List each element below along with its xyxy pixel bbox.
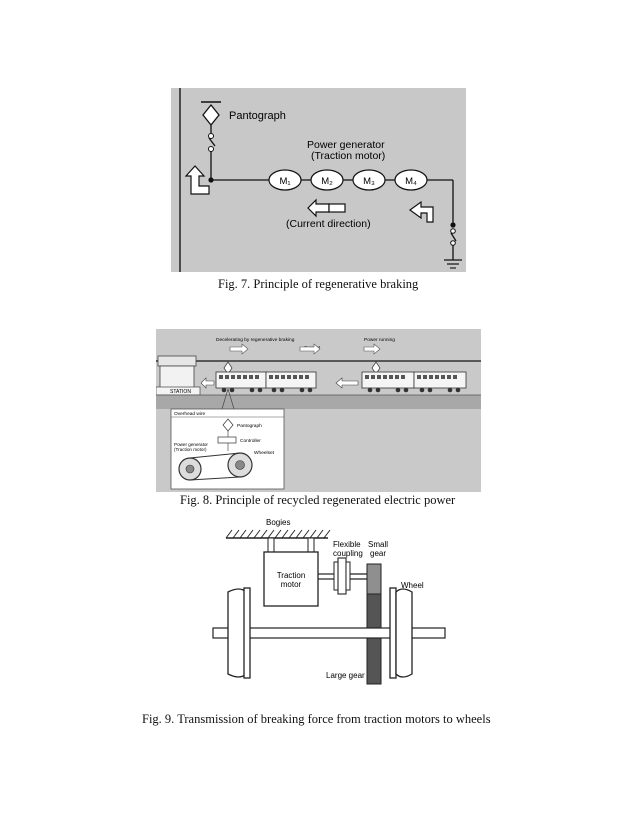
decelerating-train (215, 361, 317, 393)
station-label: STATION (170, 389, 191, 395)
gear-label: gear (370, 549, 386, 558)
axle (212, 627, 446, 639)
motor-label: motor (281, 580, 302, 589)
power-running-train (361, 361, 467, 393)
decelerating-label: Decelerating by regenerative braking (216, 337, 295, 343)
left-wheel (227, 587, 251, 679)
small-label: Small (368, 540, 388, 549)
large-gear (366, 593, 382, 685)
switch-contact-icon (208, 133, 214, 139)
junction-dot (450, 222, 456, 228)
large-gear-label: Large gear (326, 671, 365, 680)
motor-m1-label: M₁ (279, 176, 290, 187)
figure-7-regenerative-braking-diagram: Pantograph M₁ M₂ M₃ M₄ Power generator (… (171, 88, 466, 272)
motor-m3 (352, 169, 386, 191)
current-arrow-icon (299, 343, 321, 355)
figure-9-transmission-diagram: Bogies Traction motor Flexible coupling … (212, 518, 446, 685)
controller-label: Controller (240, 438, 261, 444)
top-arrow-icon (363, 343, 381, 355)
motor-m3-label: M₃ (363, 176, 375, 187)
power-running-label: Power running (364, 337, 395, 343)
right-wheel (389, 587, 413, 679)
overhead-wire-label: Overhead wire (174, 411, 206, 417)
motor-m4 (394, 169, 428, 191)
coupling-label: coupling (333, 549, 363, 558)
power-generator-label: Power generator (307, 139, 385, 151)
traction-motor-box (263, 551, 319, 607)
flexible-label: Flexible (333, 540, 361, 549)
figure-7-caption: Fig. 7. Principle of regenerative brakin… (218, 277, 419, 291)
ground-icon (444, 259, 462, 269)
pantograph-label: Pantograph (229, 110, 286, 122)
controller-box (217, 436, 237, 444)
motor-m2-label: M₂ (321, 176, 333, 187)
inset-generator-label: Power generator (174, 442, 208, 447)
flexible-coupling (333, 557, 351, 595)
detail-inset: Overhead wire Pantograph Controller Powe… (170, 408, 285, 490)
wheelset-label: Wheelset (254, 450, 275, 456)
track-bed (156, 395, 481, 409)
inset-traction-label: (Traction motor) (174, 447, 207, 452)
switch-contact-icon (450, 228, 456, 234)
traction-motor-label: (Traction motor) (311, 150, 385, 162)
left-arrow-icon (335, 377, 359, 389)
bogie-frame (225, 529, 331, 539)
left-arrow-icon (200, 377, 215, 389)
bent-arrow-down-icon (408, 200, 434, 223)
figure-9-caption: Fig. 9. Transmission of breaking force f… (142, 712, 491, 726)
traction-label: Traction (277, 571, 306, 580)
motor-m2 (310, 169, 344, 191)
motor-m1 (268, 169, 302, 191)
small-gear (366, 563, 382, 595)
top-arrow-icon (229, 343, 249, 355)
bent-arrow-up-icon (184, 165, 210, 195)
figure-8-recycled-power-diagram: STATION Decelerating by regenerative bra… (156, 329, 481, 492)
inset-pantograph-label: Pantograph (237, 423, 262, 429)
bogies-label: Bogies (266, 518, 290, 527)
wheel-label: Wheel (401, 581, 424, 590)
current-direction-label: (Current direction) (286, 218, 371, 230)
switch-contact-icon (450, 240, 456, 246)
motor-m4-label: M₄ (405, 176, 417, 187)
figure-8-caption: Fig. 8. Principle of recycled regenerate… (180, 493, 456, 507)
switch-contact-icon (208, 146, 214, 152)
